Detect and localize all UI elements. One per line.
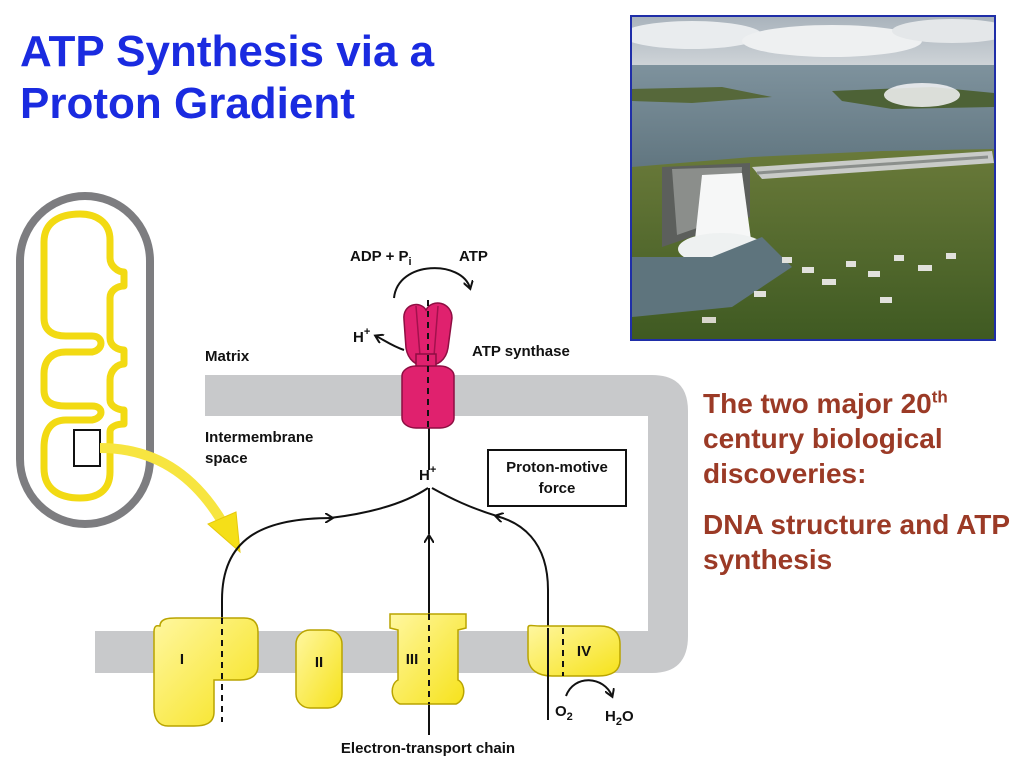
side-p1-text-end: century biological discoveries: — [703, 423, 943, 489]
h2o-label: H2O — [605, 708, 634, 728]
side-text: The two major 20th century biological di… — [703, 386, 1013, 593]
intermembrane-label-2: space — [205, 450, 248, 467]
h-plus-center-label: H+ — [419, 464, 436, 484]
zoom-arrow-head-icon — [207, 511, 241, 554]
complex-III: III — [389, 613, 467, 705]
complex-II-label: II — [315, 654, 323, 671]
etc-label: Electron-transport chain — [341, 740, 515, 757]
complex-II: II — [295, 629, 343, 709]
side-paragraph-1: The two major 20th century biological di… — [703, 386, 1013, 491]
matrix-label: Matrix — [205, 348, 250, 365]
title-line-1: ATP Synthesis via a — [20, 27, 435, 76]
zoom-arrow-stem — [99, 443, 233, 535]
o2-label: O2 — [555, 703, 573, 723]
atp-label: ATP — [459, 248, 488, 265]
complex-III-label: III — [406, 651, 419, 668]
mitochondrion-icon — [16, 192, 154, 528]
complex-IV-label: IV — [577, 643, 591, 660]
title-line-2: Proton Gradient — [20, 79, 355, 128]
intermembrane-label-1: Intermembrane — [205, 429, 313, 446]
atp-synthase-label: ATP synthase — [472, 343, 570, 360]
atp-synthesis-diagram: I II III IV Matrix Intermembrane space A… — [16, 192, 688, 757]
dam-photo — [630, 15, 996, 341]
side-paragraph-2: DNA structure and ATP synthesis — [703, 509, 1010, 575]
slide-title: ATP Synthesis via a Proton Gradient — [20, 26, 434, 130]
side-p1-sup: th — [931, 387, 948, 407]
complex-I: I — [153, 617, 259, 727]
complex-I-label: I — [180, 651, 184, 668]
atp-synthase — [401, 300, 455, 429]
pmf-label-1: Proton-motive — [506, 459, 608, 476]
proton-motive-force-box: Proton-motive force — [487, 449, 627, 507]
side-p1-text: The two major 20 — [703, 388, 932, 419]
adp-label: ADP + Pi — [350, 248, 412, 268]
pmf-label-2: force — [539, 480, 576, 497]
complex-IV: IV — [527, 624, 621, 720]
h-plus-left-label: H+ — [353, 326, 370, 346]
